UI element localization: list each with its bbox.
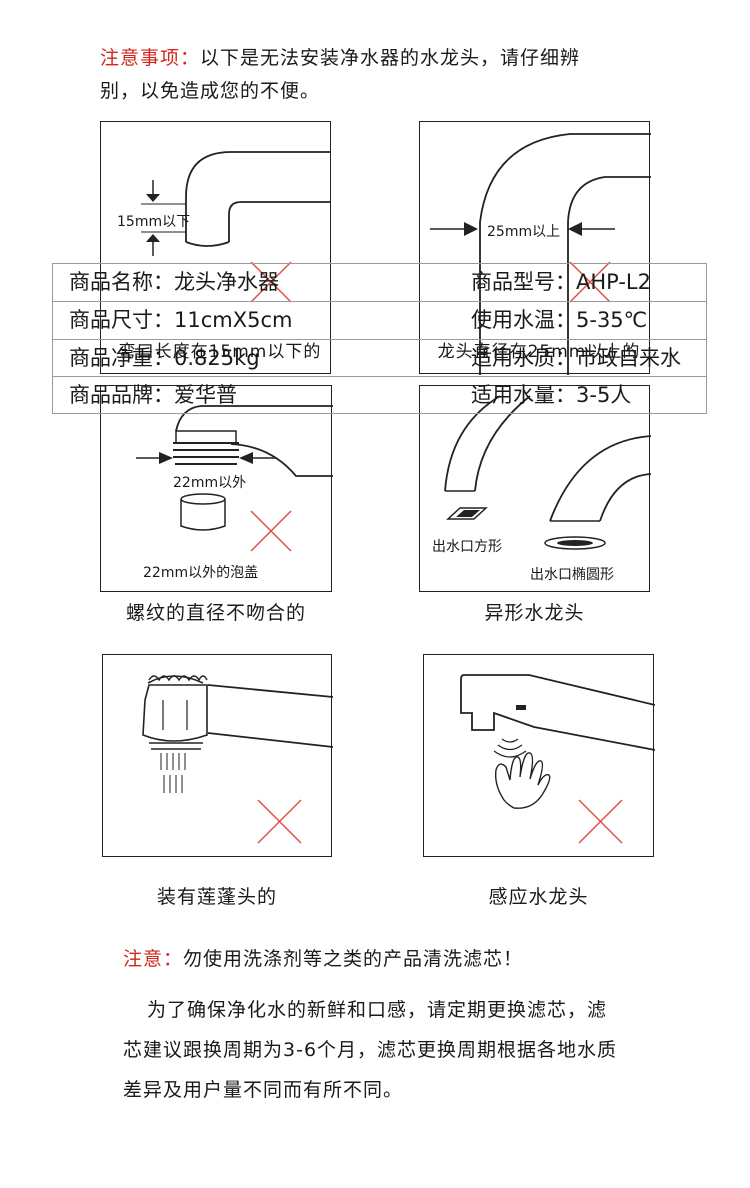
paragraph-line-1: 为了确保净化水的新鲜和口感，请定期更换滤芯，滤 xyxy=(147,999,608,1021)
faucet-panel-thread-mismatch: 22mm以外 22mm以外的泡盖 xyxy=(100,385,333,592)
spec-row-divider xyxy=(53,376,706,377)
cleaning-warning-label: 注意： xyxy=(123,948,184,970)
spec-row-divider xyxy=(53,339,706,340)
cleaning-warning-text: 勿使用洗涤剂等之类的产品清洗滤芯！ xyxy=(183,948,524,970)
notice-line-1: 以下是无法安装净水器的水龙头，请仔细辨 xyxy=(200,47,581,69)
filter-replacement-paragraph: 为了确保净化水的新鲜和口感，请定期更换滤芯，滤 芯建议跟换周期为3-6个月，滤芯… xyxy=(123,990,683,1110)
faucet-panel-shower-head xyxy=(102,654,333,857)
spec-water-volume: 适用水量：3-5人 xyxy=(471,383,632,407)
notice-line-2: 别，以免造成您的不便。 xyxy=(100,80,321,102)
notice-text: 注意事项：以下是无法安装净水器的水龙头，请仔细辨 别，以免造成您的不便。 xyxy=(100,42,660,108)
spec-row-divider xyxy=(53,301,706,302)
caption-thread-mismatch: 螺纹的直径不吻合的 xyxy=(125,602,306,624)
dimension-label-25mm: 25mm以上 xyxy=(487,224,561,240)
faucet-panel-sensor xyxy=(423,654,655,857)
shower-head-faucet-illustration xyxy=(142,675,333,844)
caption-odd-shape: 异形水龙头 xyxy=(484,602,585,624)
spec-net-weight: 商品净重：0.825kg xyxy=(69,346,260,370)
caption-wide-body: 龙头直径在25mm以上的 xyxy=(437,342,641,362)
spec-size: 商品尺寸：11cmX5cm xyxy=(69,308,293,332)
sensor-faucet-illustration xyxy=(460,674,655,844)
spec-water-quality: 适用水质：市政自来水 xyxy=(471,346,681,370)
caption-sensor: 感应水龙头 xyxy=(488,886,589,908)
caption-shower-head: 装有莲蓬头的 xyxy=(156,886,277,908)
thread-faucet-illustration xyxy=(136,405,333,552)
cleaning-warning: 注意：勿使用洗涤剂等之类的产品清洗滤芯！ xyxy=(123,944,523,971)
paragraph-line-3: 差异及用户量不同而有所不同。 xyxy=(123,1079,404,1101)
short-spout-faucet-illustration xyxy=(141,151,331,303)
dimension-label-22mm: 22mm以外 xyxy=(173,475,247,491)
oval-outlet-label: 出水口椭圆形 xyxy=(530,567,614,583)
square-outlet-label: 出水口方形 xyxy=(432,539,502,555)
spec-model: 商品型号：AHP-L2 xyxy=(471,270,651,294)
wide-body-faucet-illustration xyxy=(430,133,651,375)
faucet-panel-short-spout: 15mm以下 xyxy=(100,121,331,374)
dimension-label-15mm: 15mm以下 xyxy=(117,214,191,230)
spec-water-temperature: 使用水温：5-35℃ xyxy=(471,308,648,332)
odd-shaped-faucet-illustration xyxy=(444,395,651,550)
faucet-panel-odd-shape: 出水口方形 出水口椭圆形 xyxy=(419,385,651,592)
caption-short-spout: 弯口长度在15mm以下的 xyxy=(118,342,322,362)
paragraph-line-2: 芯建议跟换周期为3-6个月，滤芯更换周期根据各地水质 xyxy=(123,1039,618,1061)
faucet-panel-wide-body: 25mm以上 xyxy=(419,121,651,375)
foam-cap-label: 22mm以外的泡盖 xyxy=(143,565,259,581)
product-spec-table: 商品名称：龙头净水器 商品型号：AHP-L2 商品尺寸：11cmX5cm 使用水… xyxy=(52,263,707,414)
notice-label: 注意事项： xyxy=(100,47,201,69)
spec-product-name: 商品名称：龙头净水器 xyxy=(69,270,279,294)
spec-brand: 商品品牌：爱华普 xyxy=(69,383,237,407)
